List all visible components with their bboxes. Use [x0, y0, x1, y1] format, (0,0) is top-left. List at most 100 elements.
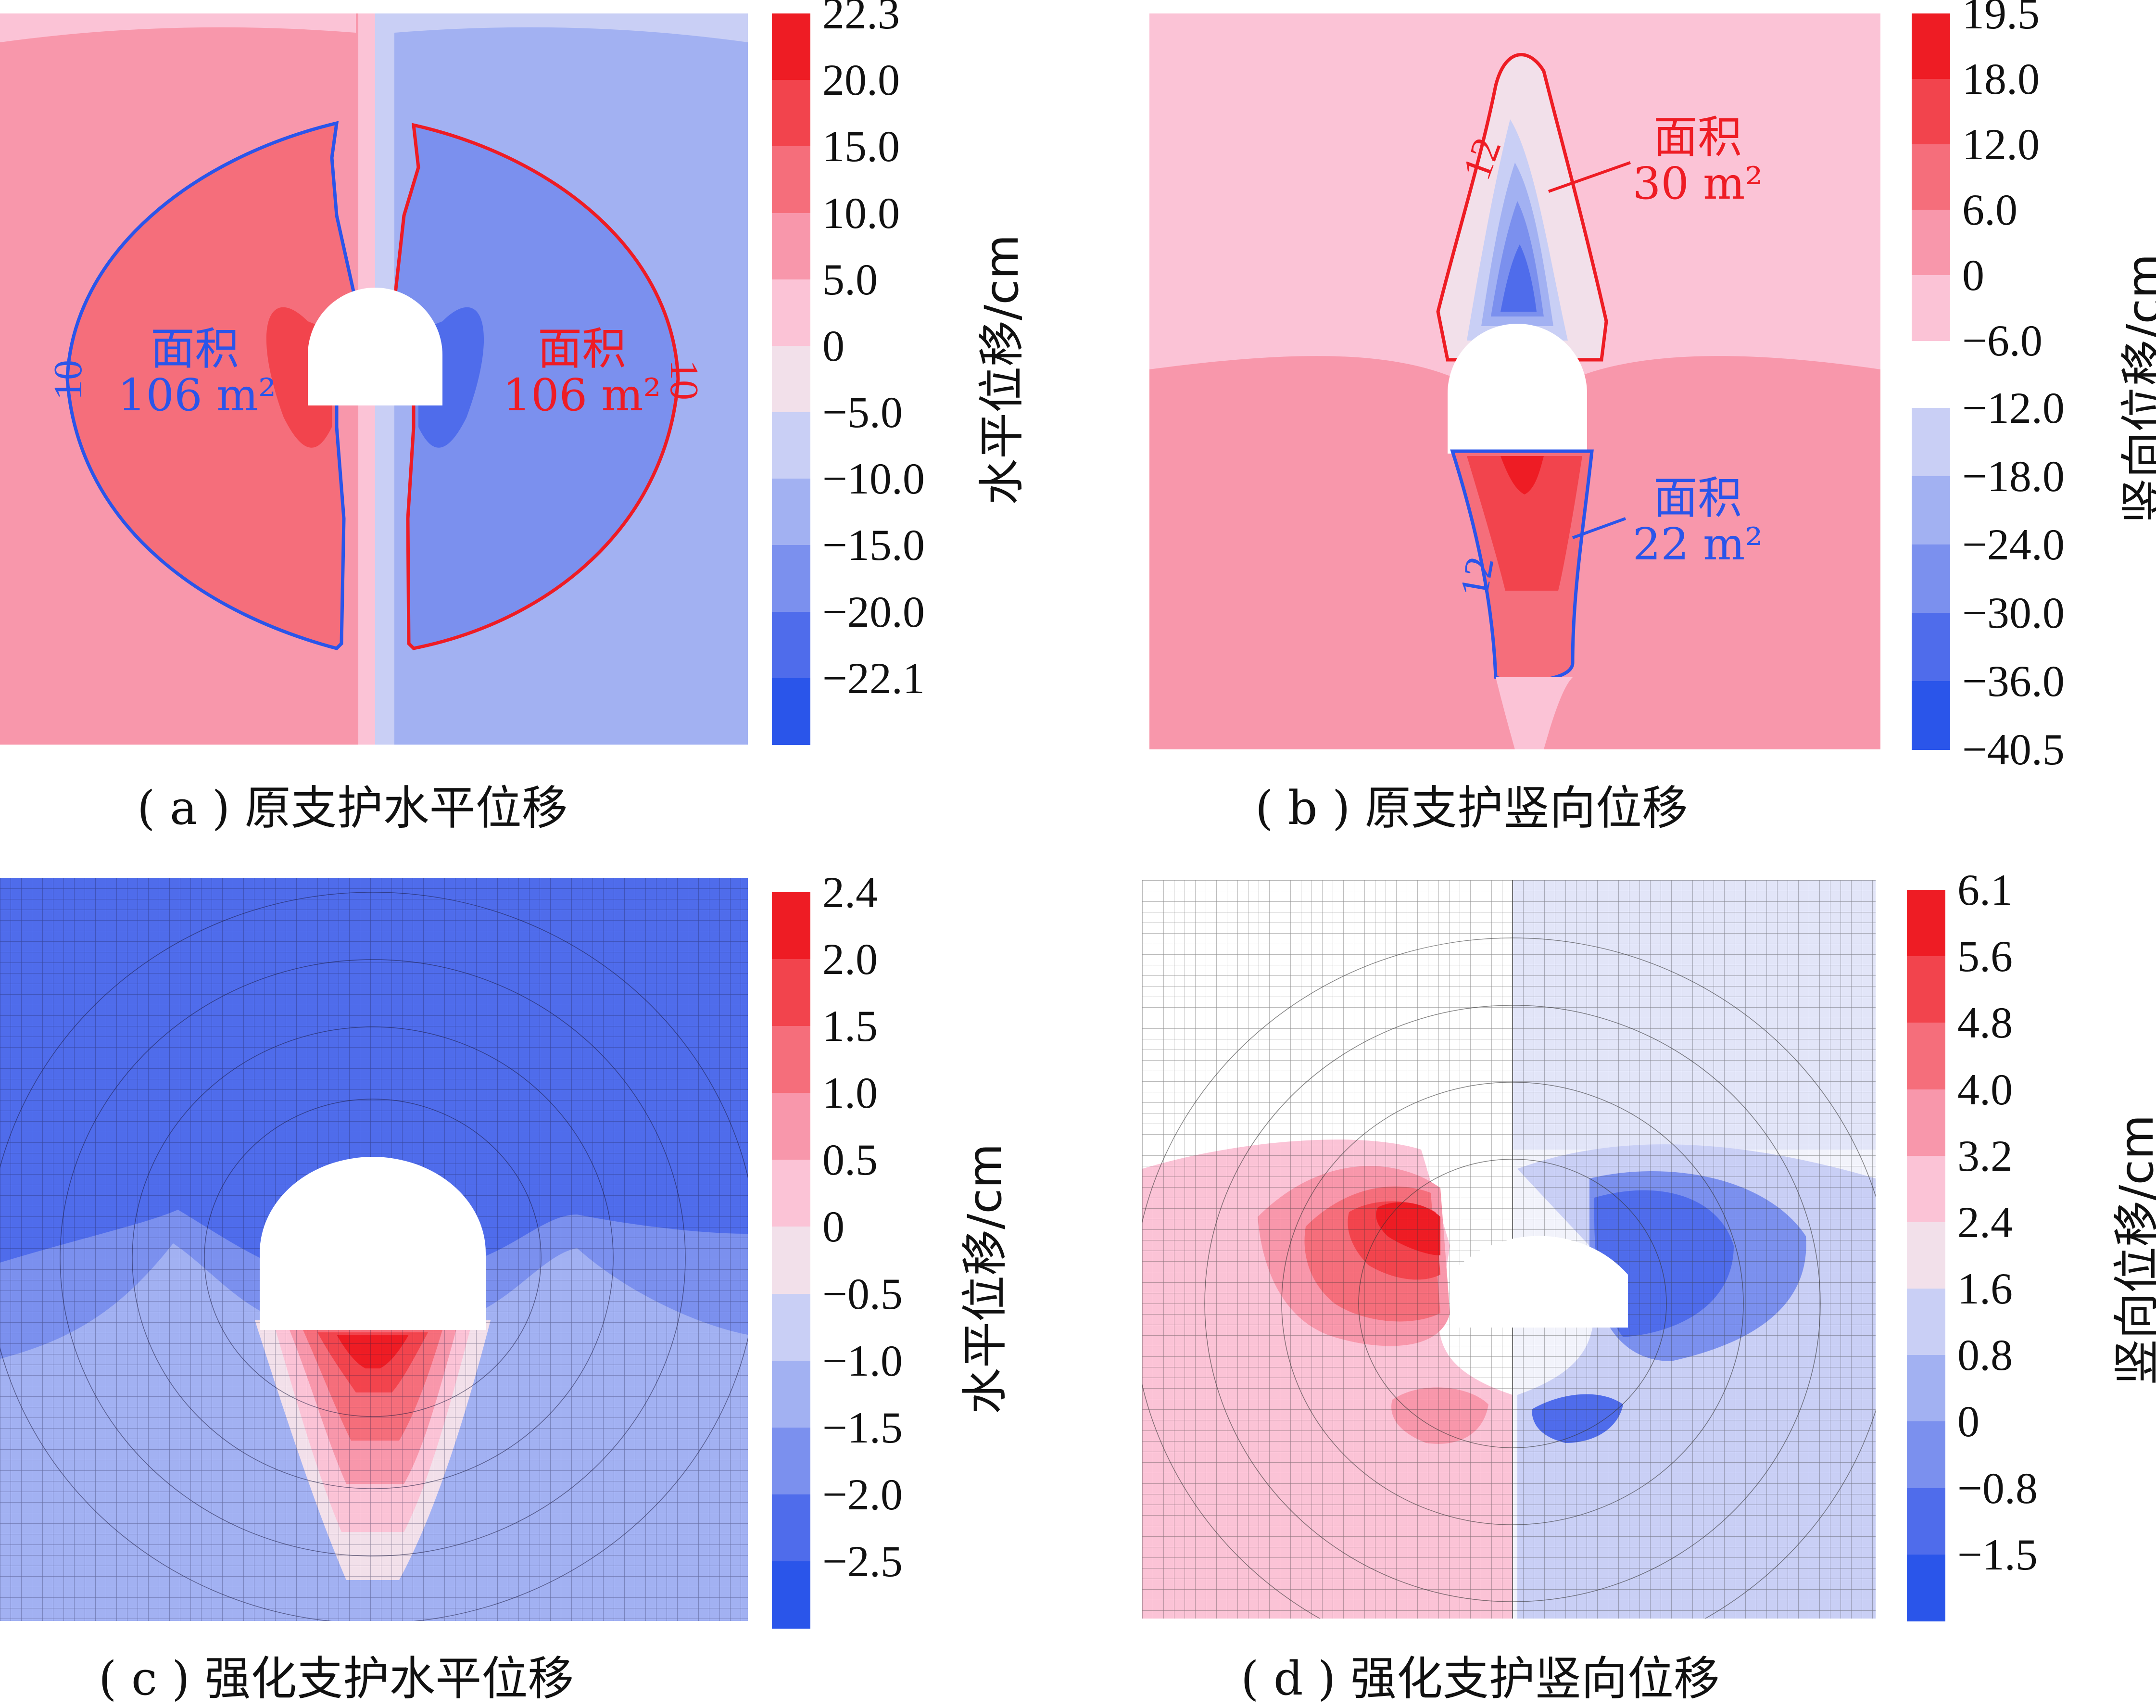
panel-b-colorbar-tick-label: −24.0 — [1962, 520, 2065, 569]
panel-a-colorbar-swatch — [772, 412, 810, 480]
panel-d-colorbar-swatch — [1907, 956, 1945, 1024]
panel-a-colorbar-swatch — [772, 479, 810, 546]
panel-b-contour-label-lower: 12 — [1451, 553, 1503, 601]
panel-b-colorbar-upper — [1912, 13, 1950, 341]
panel-c-colorbar-title: 水平位移/cm — [958, 1143, 1012, 1414]
panel-c-colorbar-tick-label: −1.5 — [822, 1403, 903, 1452]
panel-c-colorbar-swatch — [772, 892, 810, 960]
panel-b-colorbar-swatch — [1912, 544, 1950, 613]
panel-b-field — [1149, 13, 1880, 749]
panel-d-colorbar-swatch — [1907, 1355, 1945, 1422]
panel-a-contour-label-right: 10 — [662, 360, 706, 400]
panel-c-colorbar-swatch — [772, 1427, 810, 1495]
panel-a-colorbar-swatch — [772, 80, 810, 147]
panel-d-colorbar-swatch — [1907, 890, 1945, 957]
panel-a-contour-label-left: 10 — [46, 360, 90, 400]
panel-c-colorbar-swatch — [772, 1227, 810, 1294]
panel-c-colorbar-swatch — [772, 1561, 810, 1629]
panel-c-colorbar-tick-label: −2.0 — [822, 1469, 903, 1519]
panel-c-colorbar-tick-label: 2.4 — [822, 868, 878, 917]
panel-a-colorbar-swatch — [772, 146, 810, 214]
panel-d-colorbar — [1907, 890, 1945, 1621]
panel-d-colorbar-tick-label: 0.8 — [1957, 1330, 2013, 1380]
panel-a-colorbar-tick-label: −5.0 — [822, 388, 903, 437]
panel-b-colorbar-tick-label: −30.0 — [1962, 588, 2065, 637]
panel-a-colorbar-tick-label: −10.0 — [822, 454, 925, 504]
panel-b-colorbar-tick-label: 12.0 — [1962, 120, 2040, 169]
panel-a-area-annotation-right: 面积 106 m² — [503, 323, 661, 421]
panel-a-colorbar-tick-label: 20.0 — [822, 55, 900, 105]
panel-b-colorbar-swatch — [1912, 79, 1950, 145]
panel-d-colorbar-title: 竖向位移/cm — [2110, 1114, 2156, 1385]
panel-b-colorbar-swatch — [1912, 13, 1950, 79]
panel-c-tunnel — [260, 1157, 486, 1330]
panel-a-colorbar-tick-label: −15.0 — [822, 520, 925, 570]
panel-a-colorbar-tick-label: 10.0 — [822, 188, 900, 238]
panel-d-colorbar-tick-label: 4.0 — [1957, 1064, 2013, 1114]
panel-a-colorbar-swatch — [772, 213, 810, 280]
panel-d-colorbar-swatch — [1907, 1289, 1945, 1356]
panel-d-colorbar-tick-label: 6.1 — [1957, 865, 2013, 914]
panel-a-area-annotation-left: 面积 106 m² — [118, 323, 276, 421]
panel-b-colorbar-swatch — [1912, 613, 1950, 682]
panel-d-colorbar-tick-label: 5.6 — [1957, 932, 2013, 981]
panel-b-colorbar-tick-label: −18.0 — [1962, 452, 2065, 501]
panel-d-colorbar-swatch — [1907, 1554, 1945, 1621]
panel-d-tunnel — [1450, 1236, 1628, 1328]
panel-d-colorbar-swatch — [1907, 1488, 1945, 1555]
panel-b-colorbar-tick-label: 6.0 — [1962, 185, 2017, 234]
panel-b-colorbar-tick-label: 0 — [1962, 251, 1984, 300]
panel-a-colorbar-swatch — [772, 611, 810, 679]
panel-c-caption: ( c ) 强化支护水平位移 — [99, 1652, 574, 1706]
panel-d-colorbar-tick-label: 4.8 — [1957, 998, 2013, 1048]
panel-c-colorbar-tick-label: 0.5 — [822, 1135, 878, 1185]
panel-b-contour-plot: 12 12 面积 30 m² 面积 22 m² — [1149, 13, 1880, 749]
panel-b-colorbar-swatch — [1912, 210, 1950, 276]
panel-c-colorbar-swatch — [772, 959, 810, 1027]
panel-c-contour-plot — [0, 878, 748, 1621]
panel-a-colorbar-tick-label: 5.0 — [822, 254, 878, 304]
panel-b-colorbar-tick-label: −36.0 — [1962, 657, 2065, 706]
panel-a-colorbar-tick-label: 0 — [822, 321, 845, 370]
panel-d-colorbar-tick-label: −0.8 — [1957, 1463, 2038, 1513]
panel-a-colorbar-title: 水平位移/cm — [975, 234, 1029, 505]
panel-a-colorbar-tick-label: −20.0 — [822, 587, 925, 636]
panel-d-colorbar-swatch — [1907, 1023, 1945, 1090]
panel-d-caption: ( d ) 强化支护竖向位移 — [1241, 1652, 1720, 1706]
panel-b-colorbar-swatch — [1912, 408, 1950, 477]
panel-a-contour-plot: 10 10 面积 106 m² 面积 106 m² — [0, 13, 748, 745]
panel-c-colorbar-tick-label: 2.0 — [822, 935, 878, 984]
panel-b-colorbar-swatch — [1912, 144, 1950, 210]
panel-b-colorbar-tick-label: −40.5 — [1962, 725, 2065, 774]
panel-d-colorbar-swatch — [1907, 1222, 1945, 1290]
panel-d-colorbar-tick-label: 1.6 — [1957, 1264, 2013, 1314]
panel-c-colorbar-tick-label: −0.5 — [822, 1269, 903, 1318]
panel-c-colorbar-swatch — [772, 1160, 810, 1227]
panel-c-field — [0, 878, 748, 1621]
panel-c-colorbar-tick-label: 1.0 — [822, 1068, 878, 1118]
panel-a-colorbar-tick-label: 15.0 — [822, 122, 900, 171]
panel-d-colorbar-tick-label: 3.2 — [1957, 1131, 2013, 1180]
panel-a-colorbar-swatch — [772, 279, 810, 346]
panel-b-colorbar-lower — [1912, 408, 1950, 750]
panel-b-area-annotation-upper: 面积 30 m² — [1632, 112, 1763, 209]
panel-c-colorbar-tick-label: 0 — [822, 1202, 845, 1252]
panel-a-colorbar-tick-label: −22.1 — [822, 653, 925, 703]
panel-c-colorbar-swatch — [772, 1360, 810, 1428]
panel-a-tunnel — [308, 288, 442, 405]
panel-a-field — [0, 13, 748, 745]
panel-d-colorbar-swatch — [1907, 1421, 1945, 1489]
panel-a-colorbar-tick-label: 22.3 — [822, 0, 900, 38]
panel-a-right-contour — [392, 123, 680, 650]
panel-d-colorbar-swatch — [1907, 1089, 1945, 1156]
panel-b-colorbar-tick-label: 18.0 — [1962, 54, 2040, 103]
panel-c-colorbar — [772, 892, 810, 1629]
panel-a-caption: ( a ) 原支护水平位移 — [137, 781, 568, 835]
panel-b-tunnel — [1448, 324, 1587, 454]
panel-a-colorbar-swatch — [772, 545, 810, 612]
panel-a-colorbar-swatch — [772, 345, 810, 413]
panel-b-area-annotation-lower: 面积 22 m² — [1632, 472, 1763, 570]
panel-d-field — [1142, 880, 1876, 1619]
panel-c-colorbar-tick-label: −2.5 — [822, 1536, 903, 1586]
panel-b-colorbar-swatch — [1912, 275, 1950, 341]
